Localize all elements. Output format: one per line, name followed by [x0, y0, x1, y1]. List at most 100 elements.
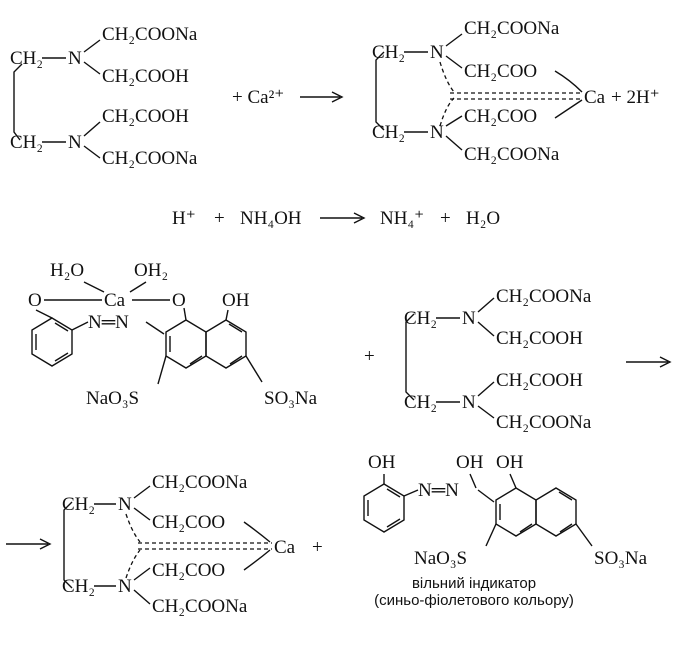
n-atom: N: [430, 42, 444, 63]
bond: [83, 121, 101, 137]
reaction-arrow: [626, 356, 672, 368]
bond: [71, 321, 89, 331]
ring-double-bond: [54, 352, 69, 362]
hydroxyl: OH: [368, 452, 396, 473]
bond: [485, 523, 497, 547]
bond: [133, 507, 151, 521]
bond: [445, 55, 463, 69]
plus-sign: +: [364, 346, 375, 367]
arm-label: CH₂COOH: [102, 66, 189, 87]
ring-double-bond: [386, 518, 401, 528]
bond: [509, 473, 517, 489]
n-atom: N: [68, 48, 82, 69]
arm-label: CH₂COO: [152, 560, 225, 581]
arm-label: CH₂COOH: [496, 328, 583, 349]
ch2-label: CH₂: [372, 122, 405, 143]
ch2-label: CH₂: [62, 494, 95, 515]
ethylene-bridge: [13, 63, 23, 141]
bond: [445, 33, 463, 47]
n-atom: N: [462, 308, 476, 329]
bond: [225, 309, 229, 321]
ethylene-bridge: [405, 313, 415, 401]
phenyl-ring: [363, 483, 405, 533]
reaction1-product-ca-complex: CH₂ N CH₂COONa CH₂COO CH₂ N CH₂COO CH₂CO…: [372, 18, 660, 165]
reaction4-ca-edta-chelate: CH₂ N CH₂COONa CH₂COO CH₂ N CH₂COO CH₂CO…: [62, 472, 296, 617]
bond: [83, 39, 101, 53]
naphthalene-ring: [495, 487, 537, 537]
ch2-label: CH₂: [404, 392, 437, 413]
ca-atom: Ca: [104, 290, 126, 311]
bond: [477, 321, 495, 337]
bond: [445, 135, 463, 151]
arm-label: CH₂COONa: [496, 412, 592, 433]
plus-sign: +: [312, 537, 323, 558]
n-atom: N: [118, 494, 132, 515]
ring-double-bond: [189, 355, 203, 365]
ch2-label: CH₂: [10, 132, 43, 153]
indicator-caption-color: (синьо-фіолетового кольору): [374, 592, 574, 609]
reaction3-edta: CH₂ N CH₂COONa CH₂COOH CH₂ N CH₂COOH CH₂…: [404, 286, 592, 433]
indicator-caption: вільний індикатор: [412, 575, 536, 592]
reaction-arrow: [6, 538, 52, 550]
bond: [129, 281, 147, 293]
ca-atom: Ca: [584, 87, 606, 108]
sulfonate-group: SO₃Na: [264, 388, 318, 409]
ring-double-bond: [228, 323, 243, 333]
bond: [145, 321, 165, 335]
naphthalene-ring: [205, 319, 247, 369]
bond: [477, 489, 495, 503]
n-atom: N: [68, 132, 82, 153]
bond: [133, 485, 151, 499]
arm-label: CH₂COO: [152, 512, 225, 533]
ch2-label: CH₂: [10, 48, 43, 69]
arm-label: CH₂COOH: [496, 370, 583, 391]
arm-label: CH₂COONa: [102, 148, 198, 169]
plus-sign: +: [214, 208, 225, 229]
coordination-bond: [243, 521, 271, 543]
arm-label: CH₂COONa: [152, 472, 248, 493]
phenyl-ring: [31, 317, 73, 367]
dashed-coordination-bond: [125, 513, 141, 543]
ethylene-bridge: [375, 51, 385, 131]
bond: [183, 307, 187, 321]
n-atom: N: [118, 576, 132, 597]
ring-double-bond: [519, 523, 533, 533]
bond: [35, 309, 53, 319]
bond: [157, 355, 167, 385]
arm-label: CH₂COO: [464, 106, 537, 127]
ca-atom: Ca: [274, 537, 296, 558]
bond: [245, 355, 263, 383]
ring-double-bond: [54, 322, 69, 332]
ethylene-bridge: [63, 501, 73, 589]
ring-double-bond: [559, 523, 573, 533]
naphthalene-ring: [535, 487, 577, 537]
bond: [445, 115, 463, 127]
bond: [477, 381, 495, 397]
water-ligand: OH₂: [134, 260, 168, 281]
reaction-arrow: [300, 91, 344, 103]
ring-double-bond: [229, 355, 243, 365]
ammonium-ion: NH₄⁺: [380, 208, 424, 229]
arm-label: CH₂COONa: [496, 286, 592, 307]
reaction-arrow: [320, 212, 366, 224]
coordination-bond: [554, 70, 583, 93]
reaction4-free-indicator: OH OH OH N═N NaO₃S SO₃Na вільний індикат…: [363, 452, 648, 609]
hydroxyl: OH: [456, 452, 484, 473]
coordination-bond: [243, 549, 271, 571]
sulfonate-group: NaO₃S: [414, 548, 467, 569]
dashed-coordination-bond: [125, 549, 141, 579]
n-atom: N: [430, 122, 444, 143]
arm-label: CH₂COONa: [464, 144, 560, 165]
bond: [575, 523, 593, 547]
bond: [469, 473, 477, 489]
plus-sign: +: [440, 208, 451, 229]
bond: [83, 61, 101, 75]
reaction2-neutralization: H⁺ + NH₄OH NH₄⁺ + H₂O: [172, 208, 500, 229]
water: H₂O: [466, 208, 500, 229]
bond: [133, 567, 151, 581]
azo-group: N═N: [88, 312, 129, 333]
arm-label: CH₂COONa: [152, 596, 248, 617]
water-ligand: H₂O: [50, 260, 84, 281]
hydroxyl: OH: [222, 290, 250, 311]
plus-ca-ion: + Ca²⁺: [232, 87, 284, 108]
